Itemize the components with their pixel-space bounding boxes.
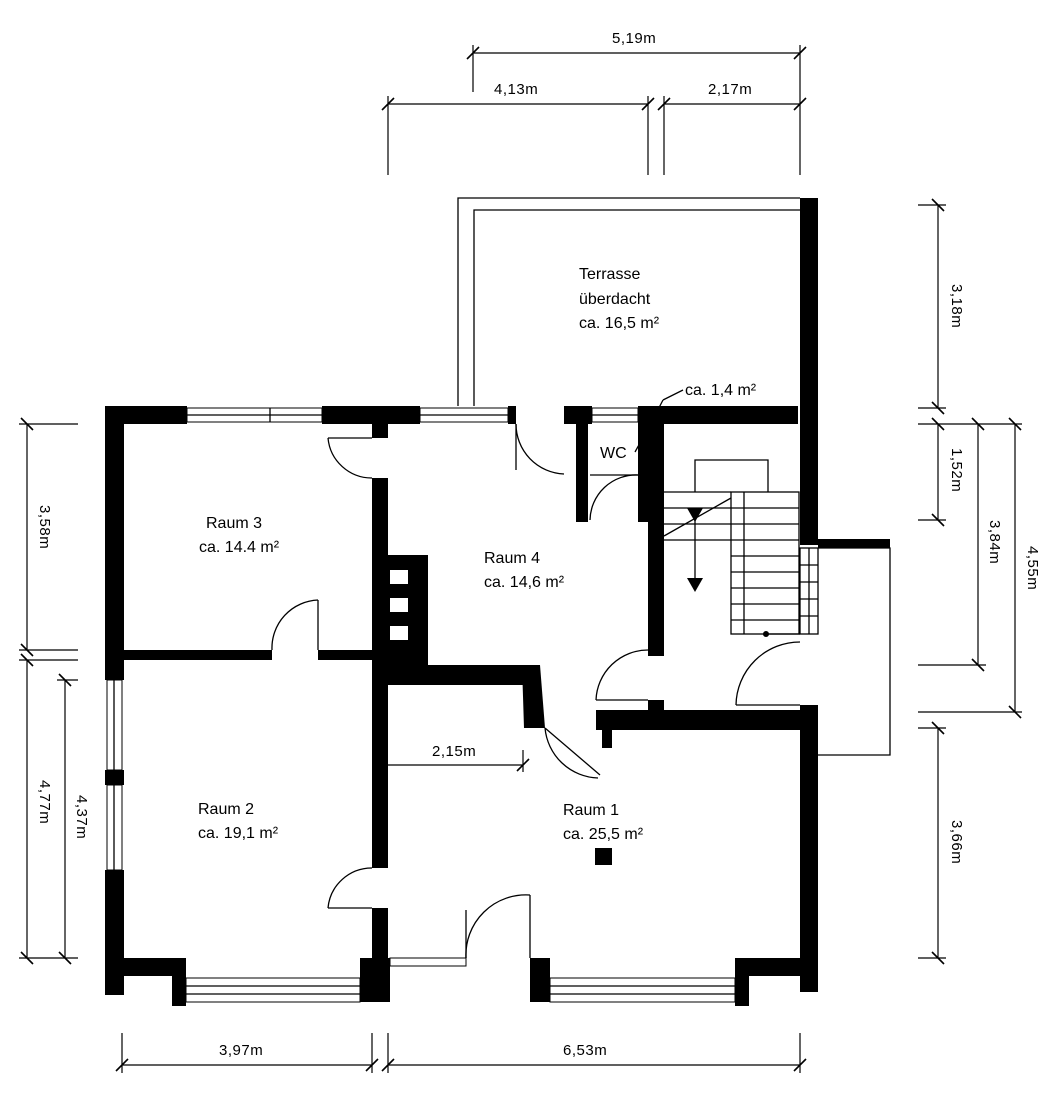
terrasse-label-line1: Terrasse: [579, 266, 640, 283]
interior-walls: [124, 406, 800, 998]
doors: [271, 423, 891, 959]
dim-right-terrasse: 3,18m: [948, 284, 965, 328]
dim-top-left: 4,13m: [494, 81, 538, 98]
terrasse-area: ca. 16,5 m²: [579, 315, 660, 332]
dim-right-middle: 3,84m: [986, 520, 1003, 564]
dim-left-raum2-inner: 4,37m: [73, 795, 90, 839]
wc-label: WC: [600, 445, 627, 462]
dim-top-total: 5,19m: [612, 30, 656, 47]
terrace: [457, 197, 800, 406]
raum3-label: Raum 3: [206, 515, 262, 532]
raum3-area: ca. 14.4 m²: [199, 539, 280, 556]
room-labels: Terrasse überdacht ca. 16,5 m² ca. 1,4 m…: [198, 266, 757, 843]
dim-right-outer: 4,55m: [1024, 546, 1041, 590]
dimension-labels: 5,19m 4,13m 2,17m 2,15m 3,97m 6,53m 3,18…: [36, 30, 1041, 1059]
windows: [106, 407, 736, 1003]
dim-right-stair: 1,52m: [948, 448, 965, 492]
outer-walls: [105, 198, 890, 1006]
dim-inner-raum1: 2,15m: [432, 743, 476, 760]
staircase: [663, 459, 819, 637]
raum2-area: ca. 19,1 m²: [198, 825, 279, 842]
dim-top-right: 2,17m: [708, 81, 752, 98]
dim-right-lower: 3,66m: [948, 820, 965, 864]
dim-bottom-right: 6,53m: [563, 1042, 607, 1059]
raum1-area: ca. 25,5 m²: [563, 826, 644, 843]
dim-bottom-left: 3,97m: [219, 1042, 263, 1059]
dimension-lines: [19, 45, 1022, 1073]
raum2-label: Raum 2: [198, 801, 254, 818]
raum4-area: ca. 14,6 m²: [484, 574, 565, 591]
raum4-label: Raum 4: [484, 550, 540, 567]
wc-area: ca. 1,4 m²: [685, 382, 757, 399]
terrasse-label-line2: überdacht: [579, 291, 651, 308]
dim-left-raum3: 3,58m: [36, 505, 53, 549]
raum1-label: Raum 1: [563, 802, 619, 819]
dim-left-raum2-outer: 4,77m: [36, 780, 53, 824]
